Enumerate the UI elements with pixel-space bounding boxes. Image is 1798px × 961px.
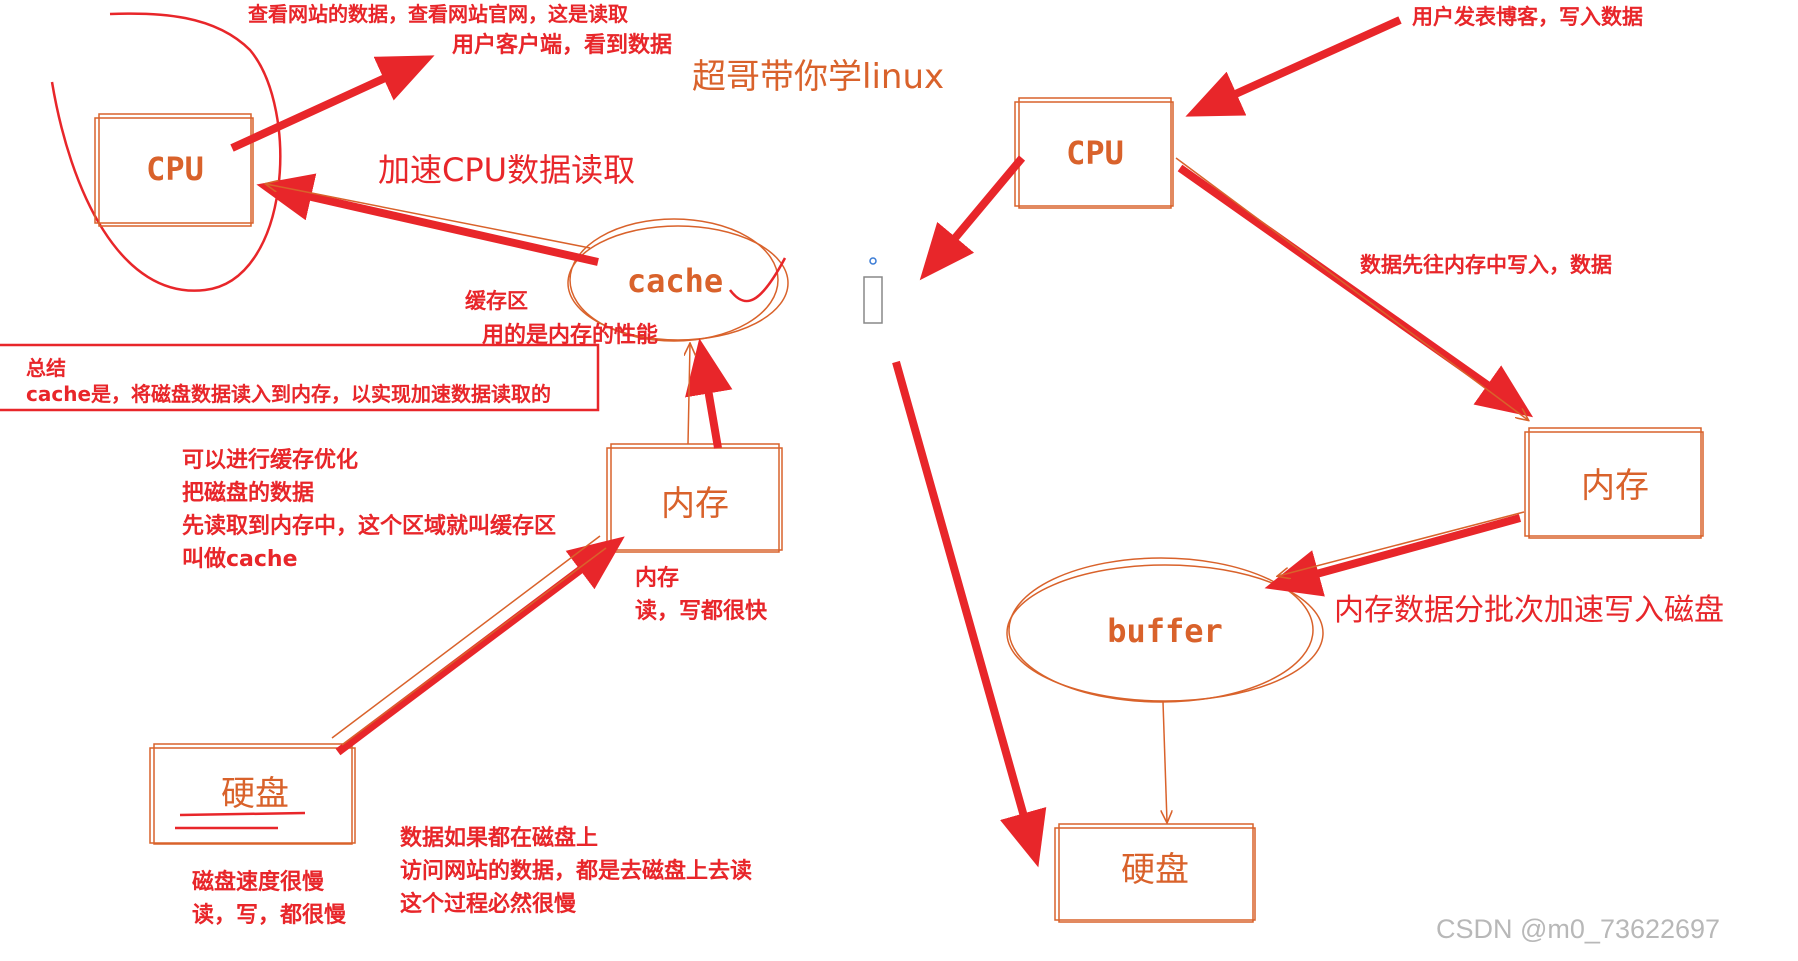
disk-site-line: 这个过程必然很慢 bbox=[400, 892, 577, 917]
disk-slow-line: 磁盘速度很慢 bbox=[192, 870, 325, 895]
sketch-arrow-memory-to-cache bbox=[688, 344, 690, 445]
right-disk-box bbox=[1054, 823, 1256, 923]
summary-box bbox=[0, 343, 600, 412]
right-cpu-label: CPU bbox=[1066, 134, 1124, 172]
arrow-memory-to-cache bbox=[685, 338, 733, 449]
sketch-arrow-cpu-to-memory bbox=[1175, 157, 1528, 420]
note-user-blog: 用户发表博客，写入数据 bbox=[1412, 5, 1643, 29]
disk-slow-line: 读，写，都很慢 bbox=[192, 903, 347, 928]
disk-site-line: 数据如果都在磁盘上 bbox=[400, 826, 599, 851]
sketch-arrow-memory-to-buffer bbox=[1278, 511, 1525, 576]
note-buffer-zone: 缓存区 bbox=[465, 289, 528, 313]
arrow-cache-to-cpu bbox=[256, 173, 599, 266]
sketch-arrow-disk-to-memory bbox=[331, 535, 607, 746]
arrow-memory-to-buffer bbox=[1264, 514, 1522, 597]
memory-fast-line: 内存 bbox=[635, 566, 680, 591]
left-cpu-box bbox=[94, 113, 254, 227]
left-cache-ellipse bbox=[567, 218, 789, 342]
arrow-disk-to-memory bbox=[335, 536, 625, 756]
disk-slow-notes: 磁盘速度很慢 读，写，都很慢 bbox=[192, 866, 346, 932]
sketch-arrow-buffer-to-disk bbox=[1163, 701, 1167, 822]
text-caret-icon bbox=[863, 257, 883, 324]
right-disk-label: 硬盘 bbox=[1121, 850, 1189, 890]
summary-title: 总结 bbox=[26, 356, 66, 380]
left-memory-label: 内存 bbox=[661, 484, 729, 524]
right-buffer-label: buffer bbox=[1107, 612, 1223, 650]
left-memory-box bbox=[606, 443, 783, 553]
cache-optimize-line: 把磁盘的数据 bbox=[182, 481, 315, 506]
disk-site-line: 访问网站的数据，都是去磁盘上去读 bbox=[400, 859, 753, 884]
right-cpu-box bbox=[1014, 97, 1174, 209]
note-view-site: 查看网站的数据，查看网站官网，这是读取 bbox=[248, 2, 628, 26]
page-title: 超哥带你学linux bbox=[692, 57, 945, 97]
note-batch-write: 内存数据分批次加速写入磁盘 bbox=[1334, 593, 1724, 628]
cache-optimize-line: 先读取到内存中，这个区域就叫缓存区 bbox=[182, 514, 557, 539]
arrow-user-to-cpu bbox=[1185, 16, 1402, 117]
note-user-client: 用户客户端，看到数据 bbox=[452, 33, 673, 58]
left-disk-box bbox=[149, 743, 356, 845]
arrow-center-to-disk bbox=[892, 360, 1047, 868]
right-buffer-ellipse bbox=[1006, 557, 1324, 703]
sketch-arrow-cache-to-cpu bbox=[266, 184, 591, 249]
right-memory-box bbox=[1524, 427, 1704, 539]
memory-fast-notes: 内存 读，写都很快 bbox=[635, 562, 767, 628]
watermark: CSDN @m0_73622697 bbox=[1436, 914, 1721, 944]
arrow-cpu-to-center bbox=[919, 155, 1026, 281]
left-cpu-label: CPU bbox=[146, 150, 204, 188]
arrow-cpu-to-client bbox=[230, 55, 435, 152]
memory-fast-line: 读，写都很快 bbox=[635, 599, 768, 624]
cache-optimize-line: 叫做cache bbox=[182, 547, 298, 572]
disk-site-notes: 数据如果都在磁盘上 访问网站的数据，都是去磁盘上去读 这个过程必然很慢 bbox=[400, 822, 752, 921]
note-uses-memory: 用的是内存的性能 bbox=[482, 323, 659, 348]
right-memory-label: 内存 bbox=[1581, 466, 1649, 506]
left-disk-label: 硬盘 bbox=[221, 774, 289, 814]
cpu-highlight-loop bbox=[50, 12, 282, 292]
disk-underline-1 bbox=[179, 811, 306, 817]
note-write-first: 数据先往内存中写入，数据 bbox=[1360, 253, 1612, 277]
note-speed-cpu: 加速CPU数据读取 bbox=[378, 151, 636, 189]
summary-text: cache是，将磁盘数据读入到内存，以实现加速数据读取的 bbox=[26, 382, 552, 406]
left-cache-label: cache bbox=[626, 262, 724, 300]
cache-optimize-notes: 可以进行缓存优化 把磁盘的数据 先读取到内存中，这个区域就叫缓存区 叫做cach… bbox=[182, 444, 556, 576]
cache-optimize-line: 可以进行缓存优化 bbox=[182, 448, 359, 473]
